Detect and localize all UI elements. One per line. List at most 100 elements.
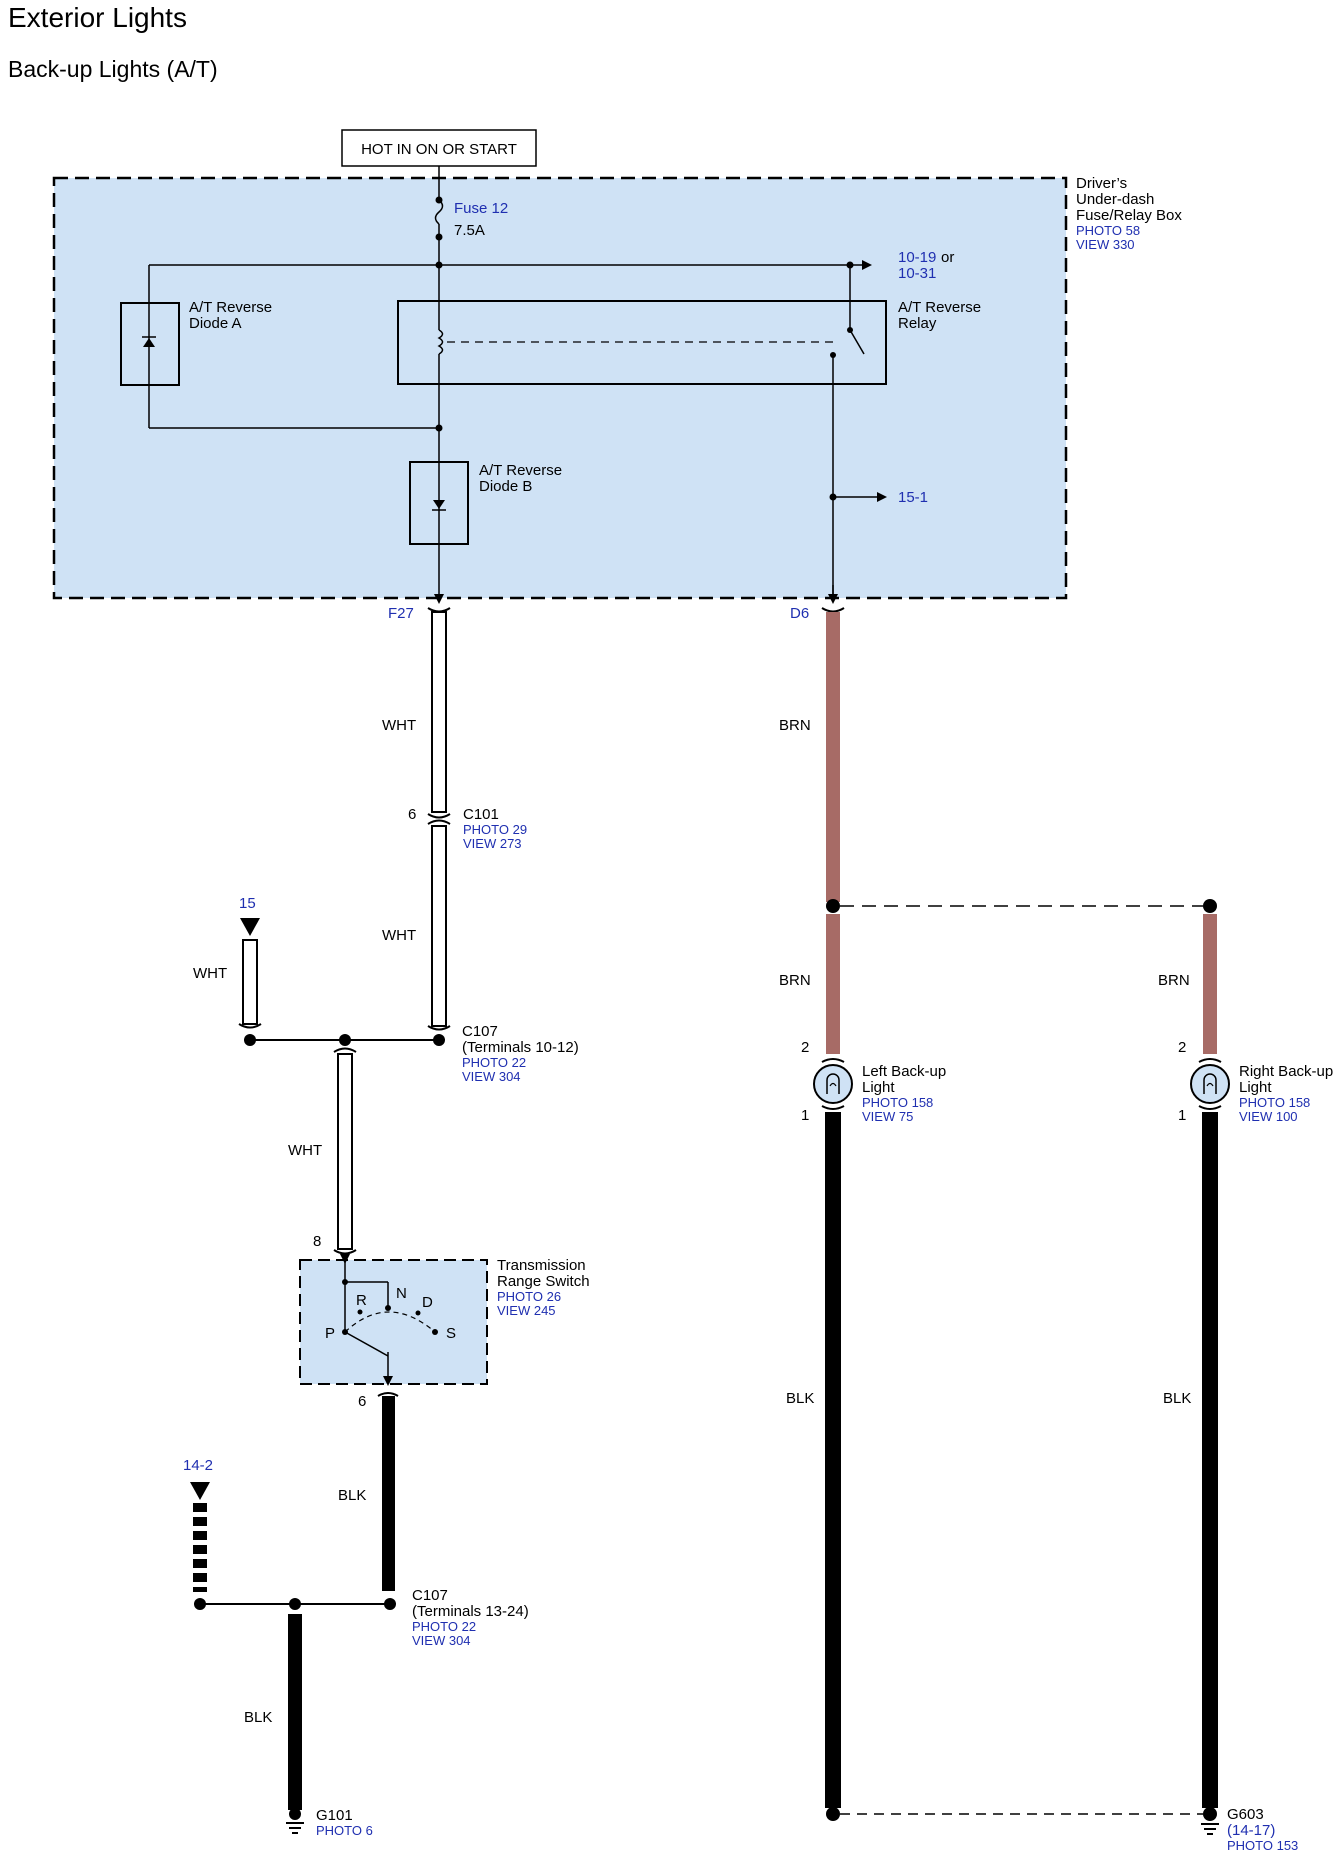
wire-blk-trs xyxy=(382,1396,395,1591)
trs-pos-r: R xyxy=(356,1292,367,1309)
wire-label-blk-1: BLK xyxy=(338,1487,366,1504)
right-light-name-1: Right Back-up xyxy=(1239,1063,1333,1080)
g603-photo: PHOTO 153 xyxy=(1227,1838,1298,1853)
relay-label-2: Relay xyxy=(898,315,937,332)
wire-label-brn-2: BRN xyxy=(779,972,811,989)
wire-brn-left-light xyxy=(826,914,840,1054)
fuse-name: Fuse 12 xyxy=(454,200,508,217)
c107-upper-photo: PHOTO 22 xyxy=(462,1055,526,1070)
diode-a-box xyxy=(120,302,180,386)
trs-pos-p: P xyxy=(325,1325,335,1342)
diode-a-icon xyxy=(143,338,155,347)
wire-label-blk-4: BLK xyxy=(1163,1390,1191,1407)
c107-upper-terminals: (Terminals 10-12) xyxy=(462,1039,579,1056)
trs-box xyxy=(299,1259,488,1385)
wire-wht-15 xyxy=(242,939,258,1025)
right-light-pin-bottom: 1 xyxy=(1178,1107,1186,1124)
c107-lower-photo: PHOTO 22 xyxy=(412,1619,476,1634)
offpage-ref-15: 15 xyxy=(239,895,256,912)
trs-pos-n: N xyxy=(396,1285,407,1302)
right-light-pin-top: 2 xyxy=(1178,1039,1186,1056)
c107-upper-pin-right xyxy=(433,1034,445,1046)
trs-wiper xyxy=(344,1331,389,1357)
ref-top-b: 10-31 xyxy=(898,265,936,282)
wire-label-brn-3: BRN xyxy=(1158,972,1190,989)
wire-blk-left-light xyxy=(825,1112,841,1808)
c101-view: VIEW 273 xyxy=(463,836,522,851)
diode-a-label-1: A/T Reverse xyxy=(189,299,272,316)
fuse-box-name-1: Driver’s xyxy=(1076,175,1127,192)
offpage-ref-14-2: 14-2 xyxy=(183,1457,213,1474)
left-light-view: VIEW 75 xyxy=(862,1109,913,1124)
trs-pin-top: 8 xyxy=(313,1233,321,1250)
g603-name: G603 xyxy=(1227,1806,1264,1823)
ref-top-or: or xyxy=(941,249,954,266)
page-subtitle: Back-up Lights (A/T) xyxy=(8,56,218,82)
fuse-box-photo: PHOTO 58 xyxy=(1076,223,1140,238)
right-light-view: VIEW 100 xyxy=(1239,1109,1298,1124)
wire-label-blk-2: BLK xyxy=(244,1709,272,1726)
ref-mid: 15-1 xyxy=(898,489,928,506)
c107-lower-pin-right xyxy=(384,1598,396,1610)
splice-left xyxy=(826,899,840,913)
left-light-pin-bottom: 1 xyxy=(801,1107,809,1124)
c107-lower-view: VIEW 304 xyxy=(412,1633,471,1648)
trs-name-2: Range Switch xyxy=(497,1273,590,1290)
c101-connector xyxy=(427,813,451,819)
terminal-f27: F27 xyxy=(388,605,414,622)
ground-g101-icon xyxy=(286,1822,304,1834)
c107-upper-view: VIEW 304 xyxy=(462,1069,521,1084)
wire-wht-trs xyxy=(337,1053,353,1250)
wire-brn-d6 xyxy=(826,612,840,902)
relay-coil-icon xyxy=(437,329,444,355)
g101-name: G101 xyxy=(316,1807,353,1824)
c107-lower-pin-left xyxy=(194,1598,206,1610)
c101-pin: 6 xyxy=(408,806,416,823)
diode-a-label-2: Diode A xyxy=(189,315,242,332)
left-light-pin-top: 2 xyxy=(801,1039,809,1056)
c107-lower-name: C107 xyxy=(412,1587,448,1604)
fuse-relay-box xyxy=(52,176,1068,600)
trs-name-1: Transmission xyxy=(497,1257,586,1274)
c101-name: C101 xyxy=(463,806,499,823)
wire-wht-c101 xyxy=(431,825,447,1027)
c107-lower-terminals: (Terminals 13-24) xyxy=(412,1603,529,1620)
splice-right xyxy=(1203,899,1217,913)
trs-contact-n xyxy=(385,1305,391,1311)
right-light-name-2: Light xyxy=(1239,1079,1272,1096)
wire-blk-g101 xyxy=(288,1614,302,1810)
fuse-box-name-3: Fuse/Relay Box xyxy=(1076,207,1182,224)
c107-upper-junction xyxy=(339,1034,351,1046)
fuse-box-name-2: Under-dash xyxy=(1076,191,1154,208)
left-bulb-icon xyxy=(813,1064,853,1104)
offpage-arrow-14-2 xyxy=(190,1482,210,1500)
diode-b-label-1: A/T Reverse xyxy=(479,462,562,479)
ground-g603-icon xyxy=(1201,1823,1219,1835)
offpage-arrow-15 xyxy=(240,918,260,936)
left-light-photo: PHOTO 158 xyxy=(862,1095,933,1110)
wire-label-blk-3: BLK xyxy=(786,1390,814,1407)
power-source-label: HOT IN ON OR START xyxy=(361,141,517,158)
page-title: Exterior Lights xyxy=(8,2,187,33)
wire-wht-f27 xyxy=(431,611,447,813)
diode-b-icon xyxy=(433,500,445,509)
c107-upper-name: C107 xyxy=(462,1023,498,1040)
c101-photo: PHOTO 29 xyxy=(463,822,527,837)
wire-label-wht-3: WHT xyxy=(193,965,227,982)
trs-view: VIEW 245 xyxy=(497,1303,556,1318)
wire-label-wht-2: WHT xyxy=(382,927,416,944)
left-light-name-1: Left Back-up xyxy=(862,1063,946,1080)
relay-box xyxy=(397,300,887,385)
trs-pin-bottom: 6 xyxy=(358,1393,366,1410)
relay-label-1: A/T Reverse xyxy=(898,299,981,316)
trs-contact-d xyxy=(415,1310,421,1316)
ref-top-a: 10-19 xyxy=(898,249,936,266)
trs-pos-d: D xyxy=(422,1294,433,1311)
right-light-photo: PHOTO 158 xyxy=(1239,1095,1310,1110)
fuse-symbol xyxy=(434,199,444,225)
trs-pos-s: S xyxy=(446,1325,456,1342)
relay-switch xyxy=(849,329,865,355)
trs-photo: PHOTO 26 xyxy=(497,1289,561,1304)
wire-label-brn-1: BRN xyxy=(779,717,811,734)
